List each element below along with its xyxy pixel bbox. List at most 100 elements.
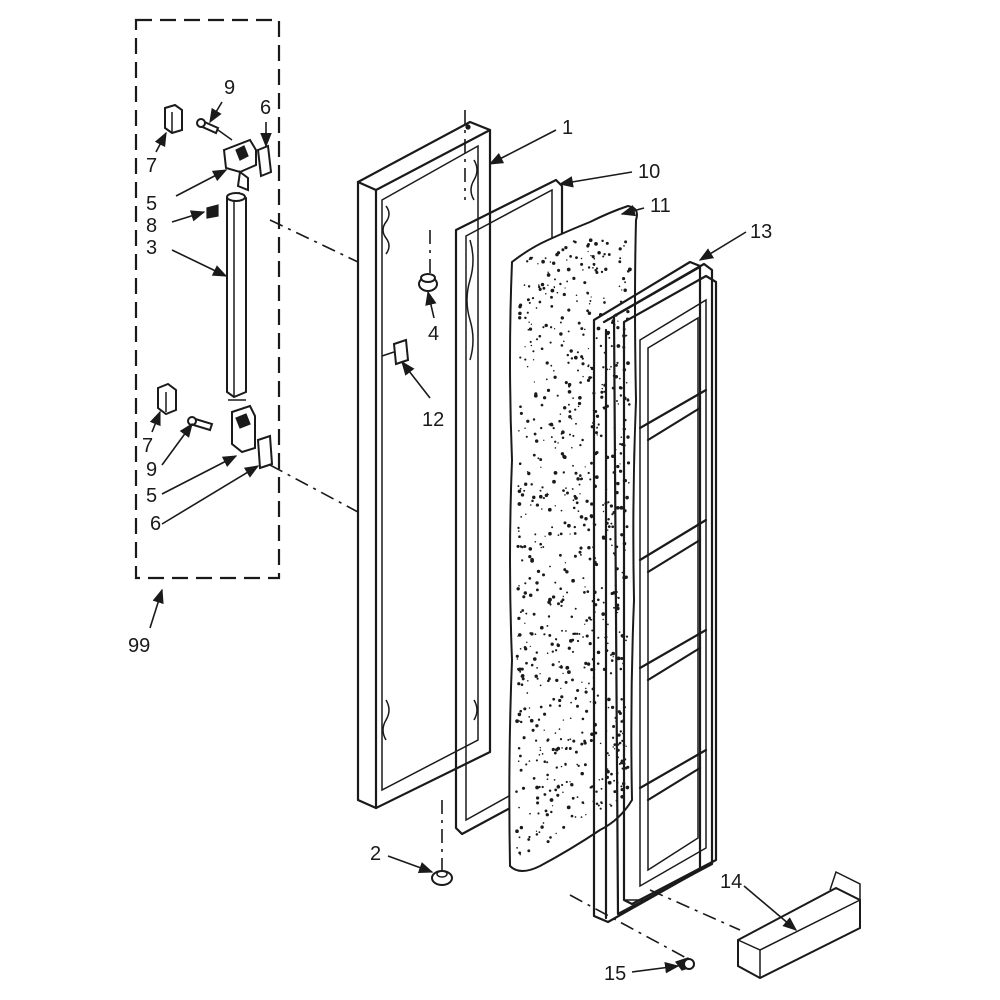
insulation-speck [550,295,553,299]
insulation-speck [527,849,531,853]
insulation-speck [528,321,530,323]
insulation-speck [552,479,556,484]
label-part-15: 15 [604,963,626,985]
insulation-speck [548,789,552,792]
insulation-speck [556,643,561,648]
insulation-speck [535,785,539,790]
insulation-speck [526,260,529,263]
insulation-speck [519,768,523,772]
insulation-speck [571,488,574,490]
insulation-speck [576,704,579,708]
insulation-speck [517,489,522,494]
insulation-speck [603,297,605,299]
insulation-speck [531,728,535,732]
insulation-speck [540,426,543,430]
insulation-speck [519,611,522,614]
insulation-speck [616,611,619,614]
insulation-speck [610,654,612,656]
insulation-speck [521,494,524,497]
insulation-speck [539,749,542,751]
bottom-plug [431,870,453,886]
insulation-speck [571,578,575,583]
insulation-speck [541,259,545,264]
insulation-speck [523,284,526,286]
insulation-speck [525,661,528,665]
insulation-speck [542,286,546,290]
insulation-speck [524,622,526,624]
insulation-speck [610,804,613,807]
insulation-speck [539,625,544,630]
insulation-speck [594,242,598,246]
insulation-speck [565,665,570,670]
insulation-speck [518,851,522,855]
insulation-speck [531,499,534,503]
insulation-speck [535,439,539,443]
insulation-speck [597,250,601,255]
insulation-speck [520,516,523,518]
insulation-speck [530,559,534,563]
insulation-speck [549,565,551,568]
insulation-speck [572,499,575,502]
insulation-speck [590,502,594,506]
insulation-speck [535,651,539,654]
insulation-speck [523,646,527,649]
insulation-speck [611,736,615,739]
insulation-speck [553,471,558,475]
insulation-speck [535,796,540,800]
insulation-speck [556,793,560,797]
label-part-4: 4 [428,323,439,345]
insulation-speck [540,466,542,468]
insulation-speck [547,271,549,273]
insulation-speck [564,680,568,684]
insulation-speck [560,765,563,768]
insulation-speck [551,595,556,599]
insulation-speck [518,430,520,432]
insulation-speck [619,463,621,465]
insulation-speck [532,453,536,457]
insulation-speck [535,759,538,762]
insulation-speck [571,678,574,682]
insulation-speck [520,673,525,678]
insulation-speck [519,720,523,724]
insulation-speck [578,550,582,554]
insulation-speck [526,311,529,314]
insulation-speck [595,337,598,340]
insulation-speck [588,238,593,243]
door-handle-bar [226,191,247,401]
insulation-speck [538,753,541,756]
insulation-speck [520,683,524,686]
insulation-speck [587,528,591,532]
insulation-speck [562,791,564,793]
insulation-speck [581,731,584,734]
insulation-speck [570,782,574,787]
insulation-speck [581,357,584,360]
insulation-speck [580,327,584,331]
insulation-speck [518,720,521,722]
insulation-speck [534,633,537,636]
insulation-speck [535,588,539,592]
insulation-speck [570,814,574,818]
insulation-speck [626,435,630,439]
label-part-5-bottom: 5 [146,485,157,507]
label-part-3: 3 [146,237,157,259]
insulation-speck [540,825,544,829]
insulation-speck [564,287,566,289]
label-part-11: 11 [650,195,671,217]
insulation-speck [628,403,631,406]
insulation-speck [579,553,582,556]
insulation-speck [623,245,625,247]
insulation-speck [518,462,522,466]
insulation-speck [567,308,571,312]
insulation-speck [601,612,606,616]
insulation-speck [562,454,566,459]
insulation-speck [517,635,519,637]
insulation-speck [610,772,613,776]
insulation-speck [625,745,627,747]
insulation-speck [554,440,557,443]
insulation-speck [550,305,554,308]
insulation-speck [538,831,541,834]
insulation-speck [538,285,541,289]
insulation-speck [588,642,592,646]
insulation-speck [525,612,528,615]
